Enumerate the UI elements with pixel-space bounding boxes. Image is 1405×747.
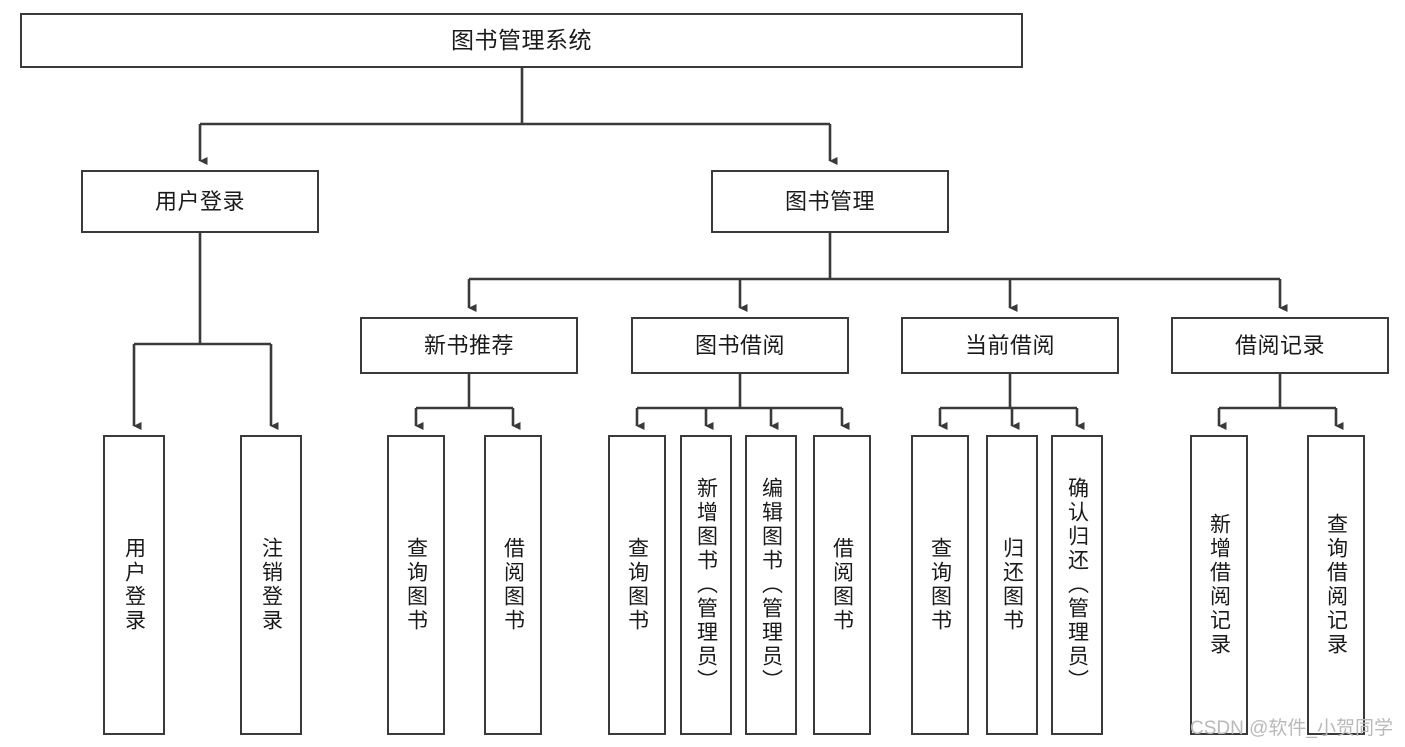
node-label: 查询借阅记录 bbox=[1324, 513, 1348, 657]
node-leaf-query-book-cur[interactable]: 查询图书 bbox=[911, 435, 969, 735]
node-label: 新增图书（管理员） bbox=[694, 477, 718, 693]
node-label: 用户登录 bbox=[122, 537, 146, 633]
node-label: 用户登录 bbox=[154, 188, 245, 214]
node-leaf-borrow-book[interactable]: 借阅图书 bbox=[813, 435, 871, 735]
node-leaf-query-book-borrow[interactable]: 查询图书 bbox=[608, 435, 666, 735]
node-borrow-record[interactable]: 借阅记录 bbox=[1171, 317, 1389, 374]
node-leaf-add-borrow-record[interactable]: 新增借阅记录 bbox=[1190, 435, 1248, 735]
node-leaf-add-book-admin[interactable]: 新增图书（管理员） bbox=[680, 435, 732, 735]
node-book-manage[interactable]: 图书管理 bbox=[711, 170, 949, 233]
tree-connectors bbox=[132, 68, 1344, 431]
node-label: 借阅图书 bbox=[501, 537, 525, 633]
node-leaf-borrow-book-rec[interactable]: 借阅图书 bbox=[484, 435, 542, 735]
node-label: 确认归还（管理员） bbox=[1065, 477, 1089, 693]
node-root-图书管理系统[interactable]: 图书管理系统 bbox=[20, 13, 1023, 68]
node-label: 查询图书 bbox=[404, 537, 428, 633]
node-label: 图书管理 bbox=[784, 188, 875, 214]
node-label: 查询图书 bbox=[928, 537, 952, 633]
node-leaf-edit-book-admin[interactable]: 编辑图书（管理员） bbox=[745, 435, 797, 735]
node-user-login[interactable]: 用户登录 bbox=[81, 170, 319, 233]
node-label: 注销登录 bbox=[259, 537, 283, 633]
node-label: 查询图书 bbox=[625, 537, 649, 633]
node-new-book-rec[interactable]: 新书推荐 bbox=[360, 317, 578, 374]
node-label: 归还图书 bbox=[1000, 537, 1024, 633]
node-label: 图书借阅 bbox=[694, 332, 785, 358]
node-label: 编辑图书（管理员） bbox=[759, 477, 783, 693]
node-label: 新增借阅记录 bbox=[1207, 513, 1231, 657]
node-leaf-confirm-return-admin[interactable]: 确认归还（管理员） bbox=[1051, 435, 1103, 735]
node-book-borrow[interactable]: 图书借阅 bbox=[631, 317, 849, 374]
node-label: 新书推荐 bbox=[423, 332, 514, 358]
node-label: 当前借阅 bbox=[964, 332, 1055, 358]
node-leaf-query-book-rec[interactable]: 查询图书 bbox=[387, 435, 445, 735]
node-label: 借阅记录 bbox=[1234, 332, 1325, 358]
node-current-borrow[interactable]: 当前借阅 bbox=[901, 317, 1119, 374]
node-leaf-user-logout[interactable]: 注销登录 bbox=[240, 435, 302, 735]
node-label: 图书管理系统 bbox=[451, 26, 592, 53]
node-leaf-user-login[interactable]: 用户登录 bbox=[103, 435, 165, 735]
node-label: 借阅图书 bbox=[830, 537, 854, 633]
node-leaf-return-book[interactable]: 归还图书 bbox=[986, 435, 1038, 735]
node-leaf-query-borrow-record[interactable]: 查询借阅记录 bbox=[1307, 435, 1365, 735]
